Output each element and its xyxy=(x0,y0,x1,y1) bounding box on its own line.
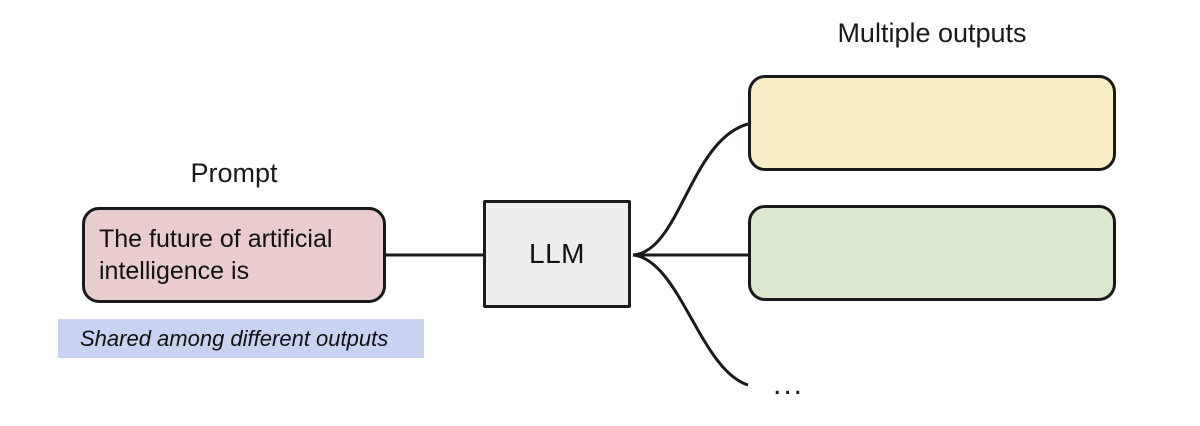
output-box-1 xyxy=(748,75,1116,171)
prompt-box: The future of artificial intelligence is xyxy=(82,207,386,303)
shared-among-outputs-text: Shared among different outputs xyxy=(80,325,389,351)
multiple-outputs-label: Multiple outputs xyxy=(837,18,1027,48)
llm-box: LLM xyxy=(483,200,631,308)
shared-among-outputs-band: Shared among different outputs xyxy=(58,319,424,358)
output-box-2 xyxy=(748,205,1116,301)
prompt-label: Prompt xyxy=(190,158,278,188)
outputs-ellipsis: ... xyxy=(773,368,805,401)
prompt-text: The future of artificial intelligence is xyxy=(99,225,333,285)
branch-connector-icon xyxy=(632,122,749,257)
llm-label: LLM xyxy=(529,238,585,269)
branch-connector-icon xyxy=(632,253,749,387)
